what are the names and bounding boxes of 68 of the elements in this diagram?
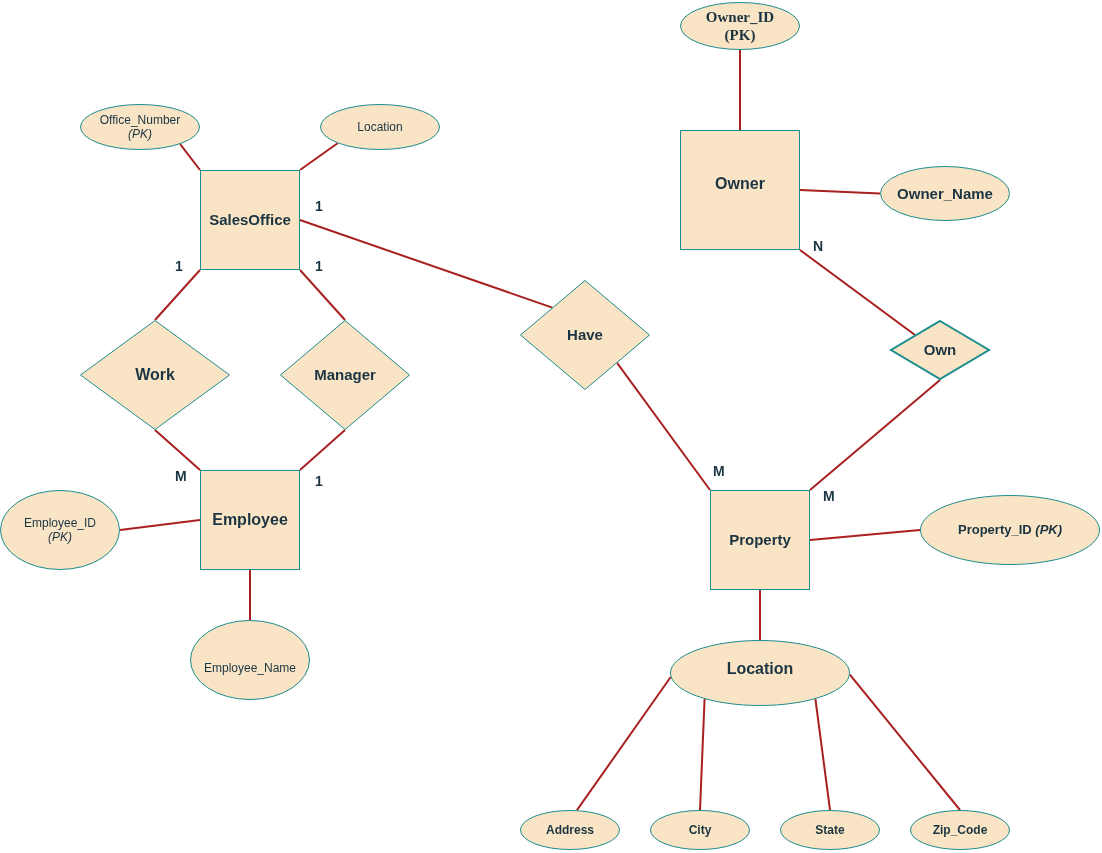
relationship-diamond: [890, 320, 990, 380]
entity-box: [680, 130, 800, 250]
attribute-ellipse: [650, 810, 750, 850]
attribute-ellipse: [80, 104, 200, 150]
relationship-diamond: [520, 280, 650, 390]
connector-line: [814, 698, 831, 811]
relationship-name: Own: [923, 341, 957, 359]
connector-line: [299, 142, 339, 171]
connector-line: [848, 673, 961, 811]
cardinality-label: M: [823, 488, 835, 504]
entity-box: [200, 470, 300, 570]
connector-line: [299, 269, 346, 321]
cardinality-label: M: [175, 468, 187, 484]
cardinality-label: 1: [175, 258, 183, 274]
relationship-name: Manager: [314, 366, 376, 384]
connector-line: [299, 429, 346, 471]
cardinality-label: M: [713, 463, 725, 479]
cardinality-label: 1: [315, 258, 323, 274]
cardinality-label: 1: [315, 473, 323, 489]
attribute-name: State: [815, 822, 845, 838]
connector-line: [799, 249, 916, 336]
attribute-name: Owner_Name: [897, 184, 993, 203]
entity-name: Employee: [212, 510, 288, 530]
connector-line: [249, 569, 251, 621]
connector-line: [759, 589, 761, 641]
relationship-diamond: [80, 320, 230, 430]
attribute-name: Employee_Name: [203, 660, 296, 676]
connector-line: [616, 361, 711, 491]
connector-line: [299, 219, 554, 309]
connector-line: [699, 698, 706, 811]
relationship-name: Have: [567, 326, 603, 344]
connector-line: [119, 519, 201, 531]
attribute-ellipse: [520, 810, 620, 850]
attribute-ellipse: [780, 810, 880, 850]
connector-line: [809, 379, 941, 491]
attribute-name: Office_Number (PK): [98, 112, 182, 142]
entity-box: [710, 490, 810, 590]
connector-line: [154, 429, 201, 471]
attribute-name: Owner_ID (PK): [704, 8, 776, 44]
cardinality-label: N: [813, 238, 824, 254]
attribute-ellipse: [190, 620, 310, 700]
attribute-ellipse: [670, 640, 850, 706]
attribute-ellipse: [680, 2, 800, 50]
cardinality-label: 1: [315, 198, 323, 214]
connector-line: [809, 529, 921, 541]
entity-name: SalesOffice: [209, 211, 291, 229]
attribute-name: Employee_ID (PK): [22, 515, 97, 545]
relationship-name: Work: [135, 365, 175, 385]
connector-line: [575, 676, 672, 812]
connector-line: [739, 49, 741, 131]
relationship-diamond: [280, 320, 410, 430]
attribute-name: City: [688, 822, 712, 838]
attribute-name: Location: [726, 659, 794, 679]
attribute-name: Address: [546, 822, 594, 838]
connector-line: [799, 189, 881, 195]
connector-line: [154, 269, 201, 321]
attribute-ellipse: [920, 495, 1100, 565]
attribute-ellipse: [320, 104, 440, 150]
entity-name: Owner: [715, 174, 765, 194]
attribute-name: Property_ID (PK): [958, 522, 1062, 538]
entity-name: Property: [729, 531, 791, 549]
attribute-name: Zip_Code: [932, 822, 988, 838]
attribute-ellipse: [880, 166, 1010, 221]
entity-box: [200, 170, 300, 270]
attribute-ellipse: [910, 810, 1010, 850]
connector-line: [179, 143, 201, 171]
attribute-ellipse: [0, 490, 120, 570]
attribute-name: Location: [357, 119, 403, 135]
